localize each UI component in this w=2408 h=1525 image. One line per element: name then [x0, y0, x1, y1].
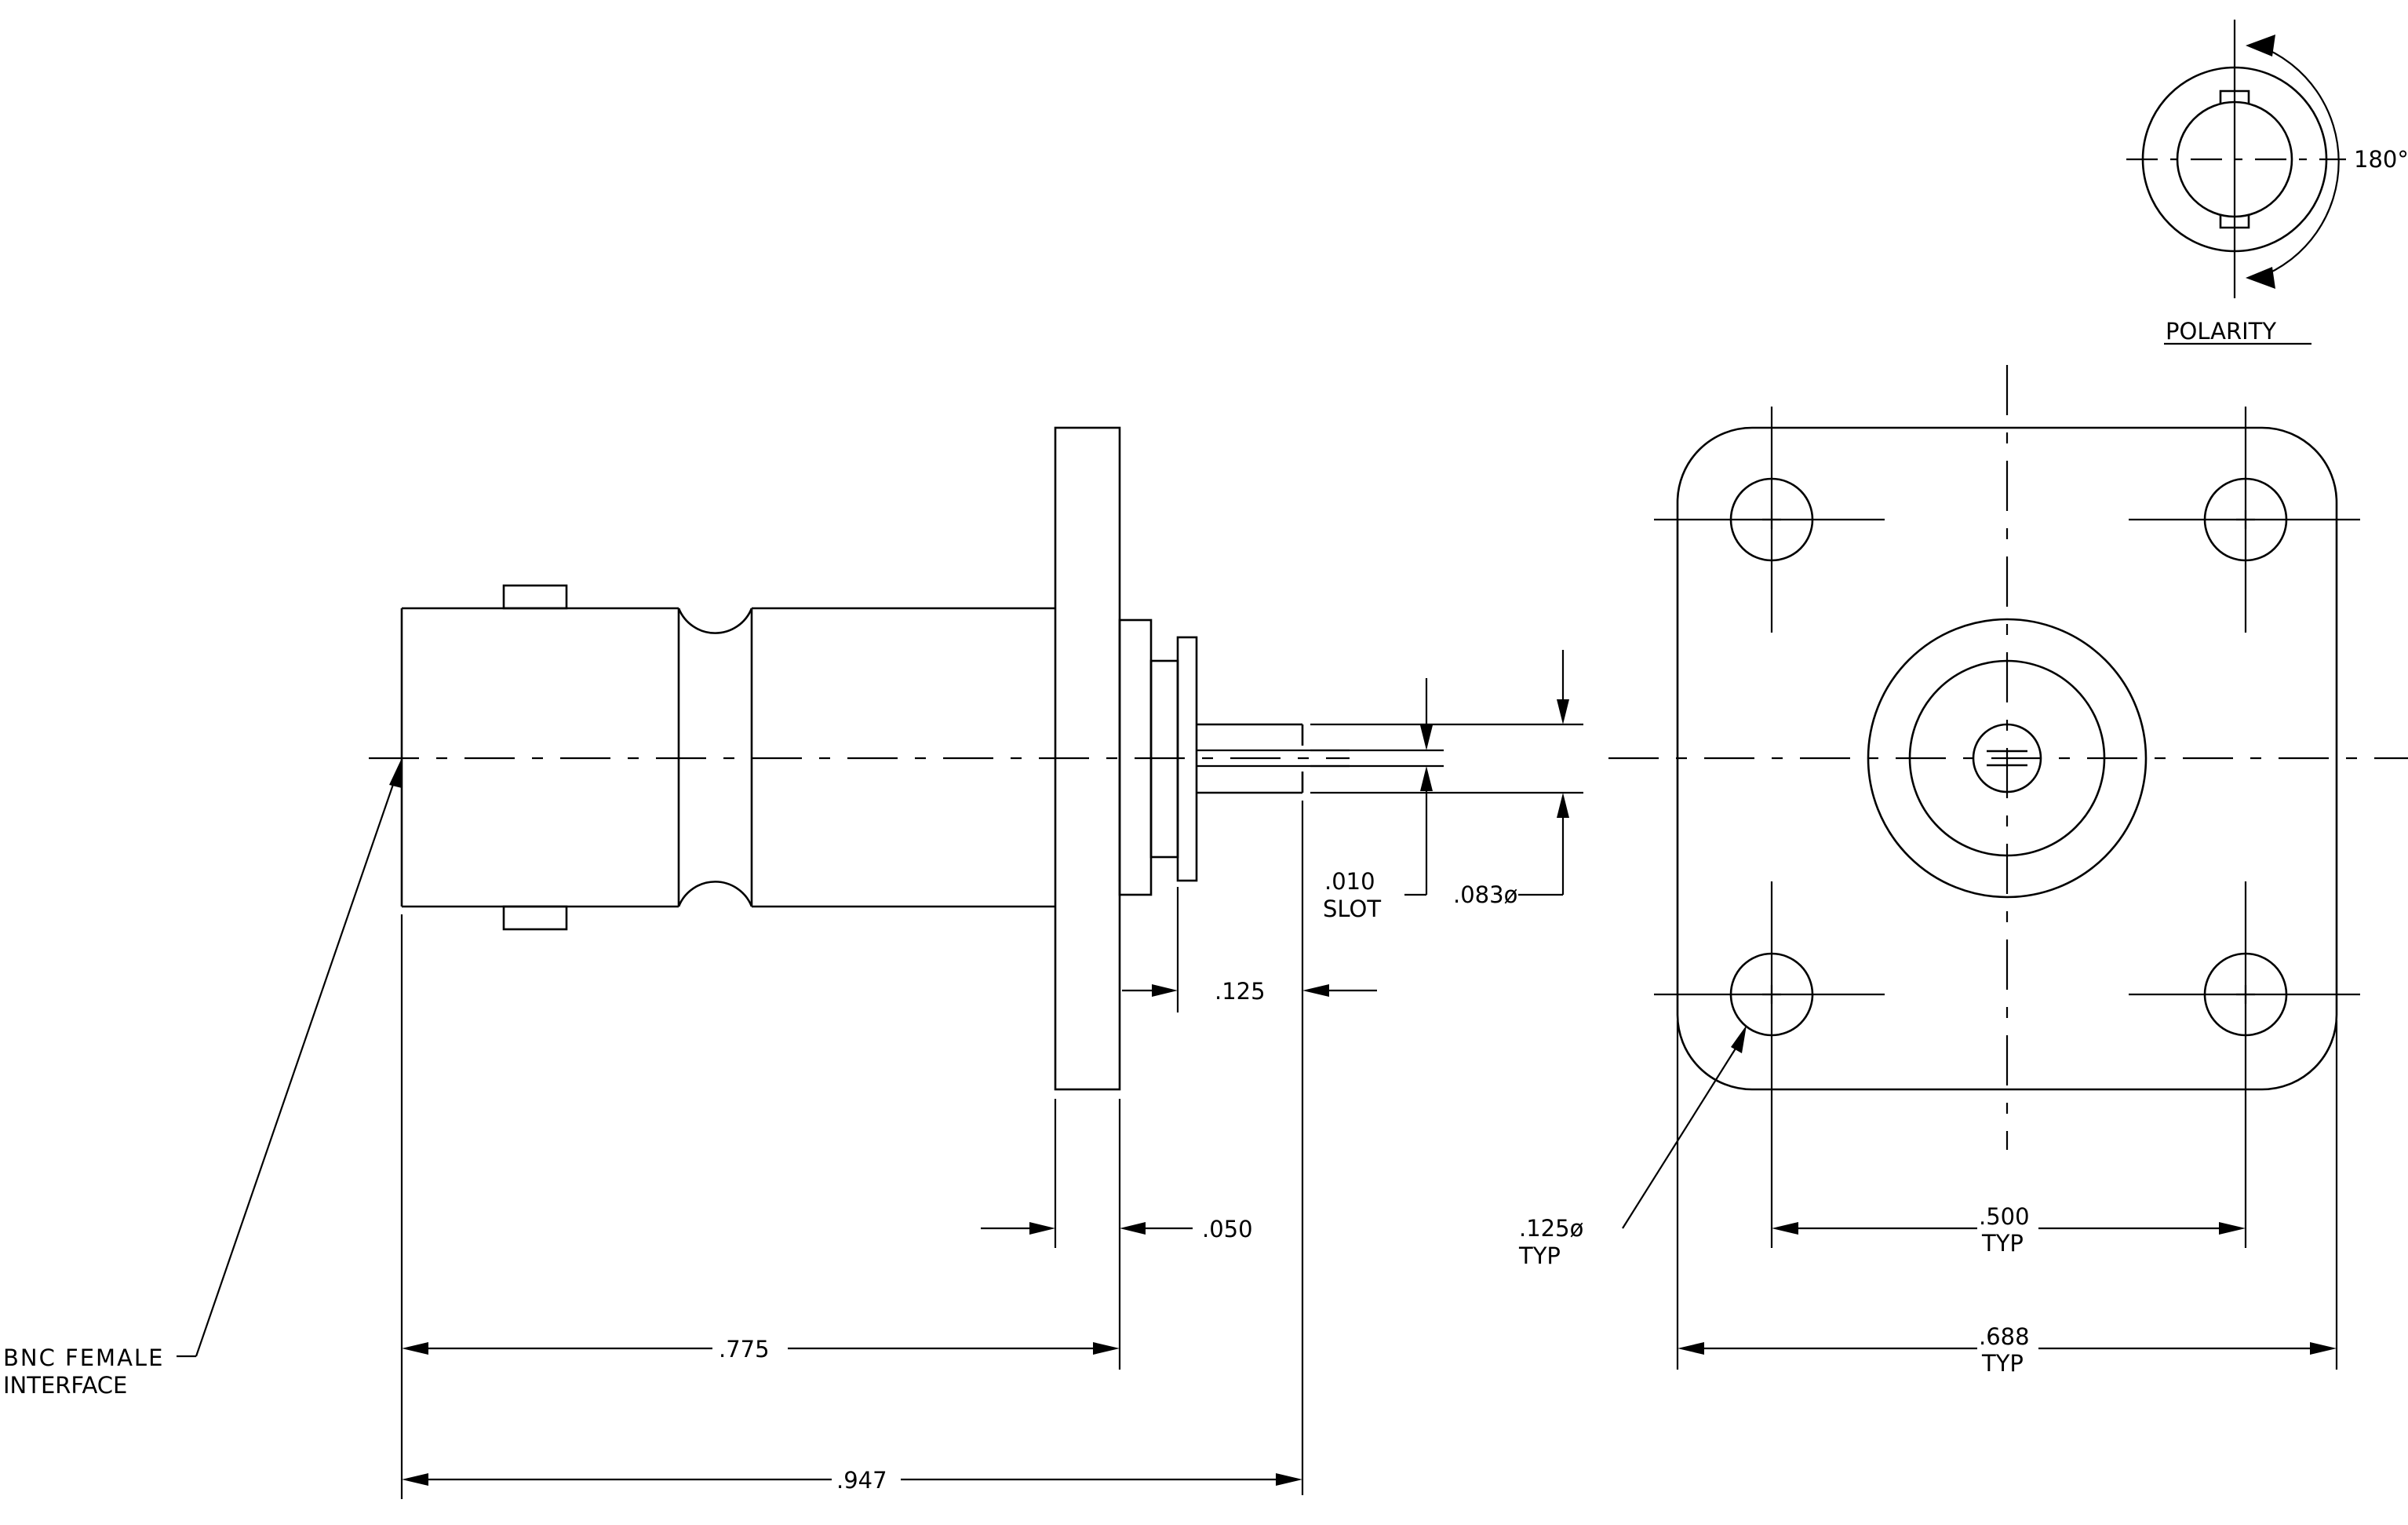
front-view: .125ø TYP .500 TYP .688 TYP	[1518, 365, 2408, 1377]
interface-label-line1: BNC FEMALE	[3, 1344, 164, 1371]
hole-spacing-typ-label: TYP	[1981, 1230, 2024, 1257]
dim-775-label: .775	[719, 1336, 770, 1363]
dim-050-label: .050	[1202, 1216, 1253, 1242]
slot-value-label: .010	[1324, 868, 1375, 895]
hole-spacing-label: .500	[1979, 1203, 2030, 1230]
side-view: .010 SLOT .083ø .125 .050 .775	[3, 426, 1583, 1499]
pin-diameter-label: .083ø	[1453, 881, 1517, 908]
hole-typ-label: TYP	[1518, 1242, 1561, 1269]
dim-125-label: .125	[1215, 978, 1266, 1005]
flange-width-label: .688	[1979, 1323, 2030, 1350]
interface-label-line2: INTERFACE	[3, 1372, 127, 1399]
polarity-angle: 180°	[2354, 146, 2408, 173]
flange-width-typ-label: TYP	[1981, 1350, 2024, 1377]
dim-947-label: .947	[836, 1467, 887, 1494]
polarity-title: POLARITY	[2166, 318, 2276, 345]
slot-label: SLOT	[1323, 896, 1381, 922]
hole-diameter-label: .125ø	[1519, 1215, 1583, 1242]
polarity-view: 180° POLARITY	[2126, 20, 2408, 345]
